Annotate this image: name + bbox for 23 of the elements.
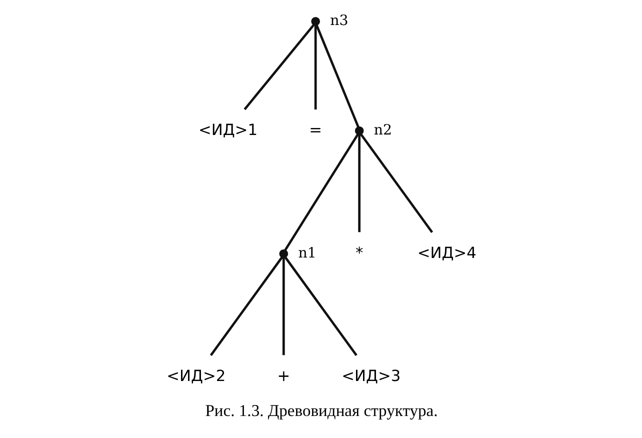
node-label: n1 [298, 244, 316, 261]
node-text: + [276, 366, 290, 384]
connector [358, 134, 360, 232]
node-text: <ИД>2 [166, 366, 226, 384]
connector [282, 257, 284, 355]
node-text: = [308, 120, 322, 138]
node-text: <ИД>1 [198, 120, 258, 138]
connector [284, 256, 357, 356]
connector [315, 24, 359, 128]
node-circle [278, 248, 288, 258]
node-label: n3 [330, 12, 348, 29]
connector [314, 25, 316, 109]
node-text: * [355, 243, 363, 262]
node-circle [310, 16, 320, 26]
connector [284, 133, 358, 250]
connector [360, 133, 433, 232]
node-label: n2 [373, 122, 392, 138]
caption: Рис. 1.3. Древовидная структура. [204, 400, 438, 420]
node-circle [354, 126, 364, 135]
node-text: <ИД>3 [341, 366, 400, 384]
node-text: <ИД>4 [416, 243, 476, 262]
connector [243, 24, 314, 110]
connector [209, 256, 282, 356]
